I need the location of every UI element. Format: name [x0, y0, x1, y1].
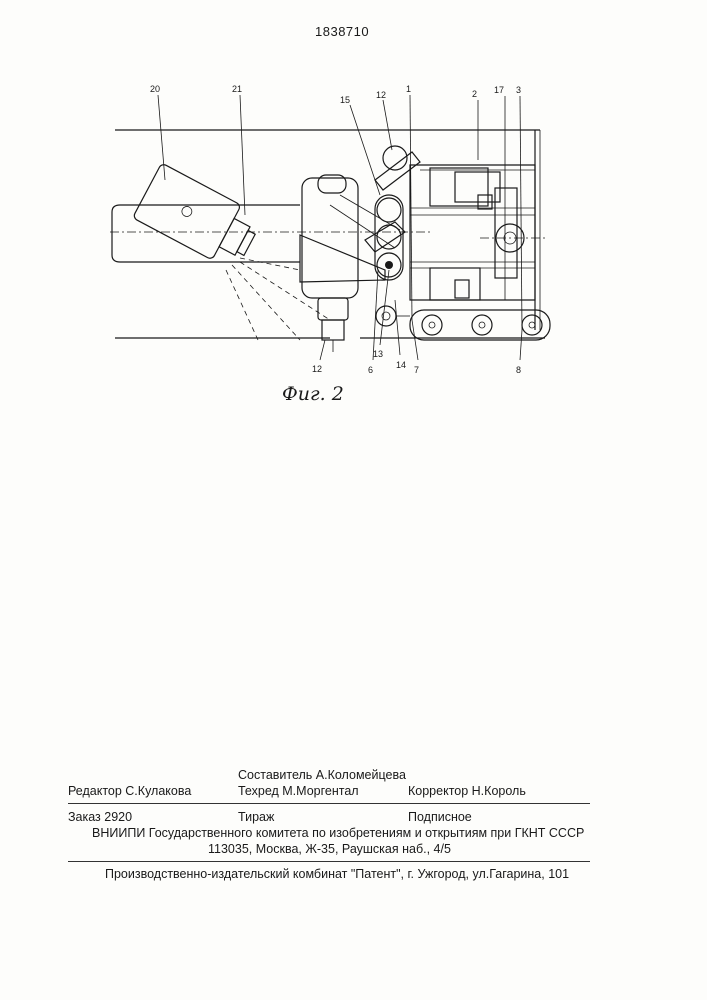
label-21: 21	[232, 84, 242, 94]
label-12-top: 12	[376, 90, 386, 100]
label-17: 17	[494, 85, 504, 95]
label-1: 1	[406, 84, 411, 94]
machine-body	[410, 165, 535, 300]
imprint-techeditor: Техред М.Моргентал	[238, 784, 359, 798]
imprint-order: Заказ 2920	[68, 810, 132, 824]
label-13: 13	[373, 349, 383, 359]
imprint-divider-top	[68, 803, 590, 804]
figure-caption: Фиг. 2	[282, 383, 344, 405]
imprint-subscription: Подписное	[408, 810, 472, 824]
imprint-circulation: Тираж	[238, 810, 274, 824]
label-8: 8	[516, 365, 521, 375]
label-15: 15	[340, 95, 350, 105]
imprint-corrector: Корректор Н.Король	[408, 784, 526, 798]
imprint-editor: Редактор С.Кулакова	[68, 784, 191, 798]
imprint-address: 113035, Москва, Ж-35, Раушская наб., 4/5	[208, 842, 451, 856]
label-12-bottom: 12	[312, 364, 322, 374]
boom-housing	[112, 205, 300, 262]
label-2: 2	[472, 89, 477, 99]
technical-drawing-fig2: 20 21 15 12 1 2 17 3 12 6 13 14 7 8 Фиг.…	[0, 0, 707, 420]
label-6: 6	[368, 365, 373, 375]
imprint-divider-bottom	[68, 861, 590, 862]
column-12	[302, 178, 358, 298]
label-7: 7	[414, 365, 419, 375]
imprint-publisher: Производственно-издательский комбинат "П…	[105, 867, 569, 881]
imprint-institute: ВНИИПИ Государственного комитета по изоб…	[92, 826, 584, 840]
imprint-composer: Составитель А.Коломейцева	[238, 768, 406, 782]
label-20: 20	[150, 84, 160, 94]
lamp-unit	[133, 163, 265, 272]
label-3: 3	[516, 85, 521, 95]
label-14: 14	[396, 360, 406, 370]
